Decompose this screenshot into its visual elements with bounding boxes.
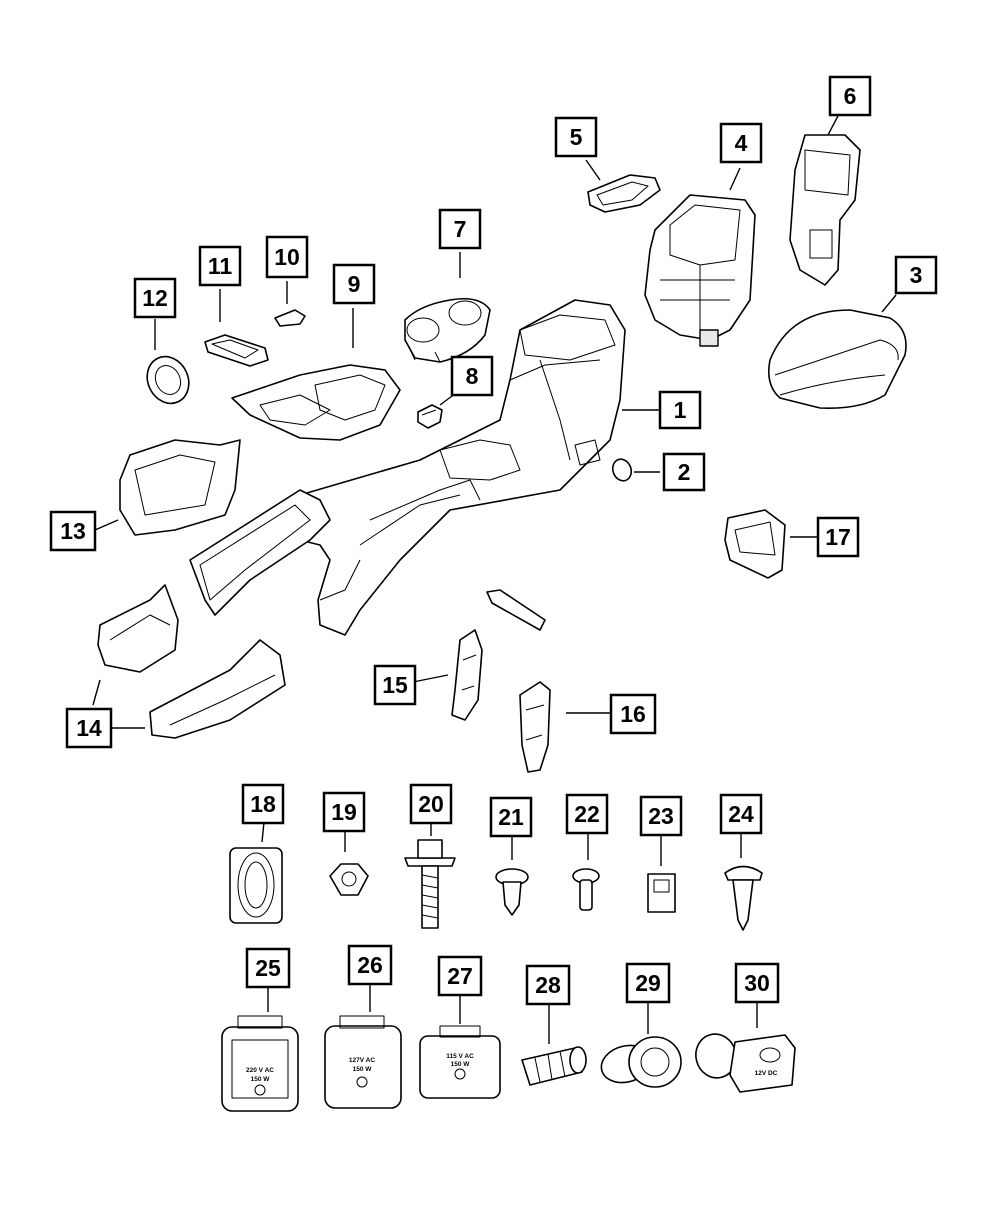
callout-6: 6	[828, 75, 872, 117]
callout-28: 28	[525, 964, 571, 1006]
part-23-clip	[647, 873, 676, 913]
outlet-26-voltage: 127V AC	[349, 1057, 375, 1064]
callout-30-number: 30	[744, 970, 770, 996]
part-14-lower-trim	[97, 584, 286, 739]
callout-27-number: 27	[447, 963, 473, 989]
outlet-27-watts: 150 W	[451, 1061, 471, 1068]
callout-12-number: 12	[142, 285, 168, 311]
callout-16: 16	[609, 693, 657, 735]
part-12-ring	[146, 355, 190, 405]
callout-12: 12	[133, 277, 177, 319]
callout-25-number: 25	[255, 955, 281, 981]
part-3-armrest	[767, 309, 907, 410]
callout-18-number: 18	[250, 791, 276, 817]
callout-29-number: 29	[635, 970, 661, 996]
callout-4: 4	[719, 122, 763, 164]
callout-2: 2	[662, 452, 706, 492]
part-17-box-bracket	[724, 509, 786, 579]
callout-14-number: 14	[76, 715, 102, 741]
callout-17: 17	[816, 516, 860, 558]
part-4-storage-bin	[644, 194, 756, 347]
callout-21-number: 21	[498, 804, 524, 830]
part-29-socket-ring	[600, 1036, 682, 1088]
callout-1-number: 1	[674, 397, 687, 423]
callout-19: 19	[322, 791, 366, 833]
callout-24-number: 24	[728, 801, 754, 827]
part-8-bracket	[417, 404, 443, 429]
outlet-27-voltage: 115 V AC	[446, 1053, 474, 1060]
callout-22-number: 22	[574, 801, 600, 827]
part-30-12v-socket: 12V DC	[695, 1033, 796, 1093]
callout-26: 26	[347, 944, 393, 986]
outlet-30-voltage: 12V DC	[755, 1070, 778, 1077]
part-15-bracket	[451, 589, 546, 721]
callout-6-number: 6	[844, 83, 857, 109]
part-28-socket	[521, 1046, 587, 1086]
callout-14: 14	[65, 707, 113, 749]
callout-5: 5	[554, 116, 598, 158]
callout-3-number: 3	[910, 262, 923, 288]
callout-28-number: 28	[535, 972, 561, 998]
callout-9-number: 9	[348, 271, 361, 297]
callout-7-number: 7	[454, 216, 467, 242]
outlet-25-voltage: 220 V AC	[246, 1067, 274, 1074]
part-25-outlet: 220 V AC 150 W	[221, 1015, 299, 1112]
callout-23: 23	[639, 795, 683, 837]
part-26-outlet: 127V AC 150 W	[324, 1015, 402, 1109]
callout-25: 25	[245, 947, 291, 989]
callout-11-number: 11	[208, 253, 233, 279]
callout-22: 22	[565, 793, 609, 835]
part-22-screw	[572, 868, 600, 911]
callout-9: 9	[332, 263, 376, 305]
callout-20: 20	[409, 783, 453, 825]
callout-21: 21	[489, 796, 533, 838]
part-16-bracket	[519, 681, 551, 773]
callout-26-number: 26	[357, 952, 383, 978]
callout-3: 3	[894, 255, 938, 295]
callout-15-number: 15	[382, 672, 408, 698]
callout-20-number: 20	[418, 791, 444, 817]
callout-30: 30	[734, 962, 780, 1004]
callout-10: 10	[265, 235, 309, 279]
part-2-cap	[611, 458, 633, 482]
callout-16-number: 16	[620, 701, 646, 727]
part-18-grommet	[229, 847, 283, 924]
callout-8: 8	[450, 355, 494, 397]
callout-13: 13	[49, 510, 97, 552]
callout-17-number: 17	[825, 524, 851, 550]
part-5-bezel	[587, 174, 661, 213]
callout-15: 15	[373, 664, 417, 706]
callout-7: 7	[438, 208, 482, 250]
callout-19-number: 19	[331, 799, 357, 825]
part-20-bolt	[404, 839, 456, 929]
part-19-hex-nut	[329, 863, 369, 896]
leader-lines	[92, 111, 897, 1044]
callout-29: 29	[625, 962, 671, 1004]
callout-11: 11	[198, 245, 242, 287]
part-11-trim	[204, 334, 269, 367]
outlet-26-watts: 150 W	[353, 1066, 373, 1073]
callout-24: 24	[719, 793, 763, 835]
callout-18: 18	[241, 783, 285, 825]
callout-23-number: 23	[648, 803, 674, 829]
part-13-front-bin	[119, 439, 241, 536]
callout-1: 1	[658, 390, 702, 430]
callout-10-number: 10	[274, 244, 300, 270]
part-6-rear-panel	[789, 134, 861, 286]
part-7-cup-holder	[404, 297, 491, 363]
callout-5-number: 5	[570, 124, 583, 150]
outlet-25-watts: 150 W	[251, 1076, 271, 1083]
part-10-clip	[274, 309, 306, 327]
part-1-floor-console	[189, 299, 626, 636]
part-21-push-pin	[495, 868, 529, 916]
callout-4-number: 4	[735, 130, 748, 156]
part-24-rivet	[724, 865, 763, 931]
callout-8-number: 8	[466, 363, 479, 389]
callout-13-number: 13	[60, 518, 86, 544]
callout-27: 27	[437, 955, 483, 997]
part-9-top-plate	[231, 364, 401, 441]
part-27-outlet: 115 V AC 150 W	[419, 1025, 501, 1099]
callout-2-number: 2	[678, 459, 691, 485]
